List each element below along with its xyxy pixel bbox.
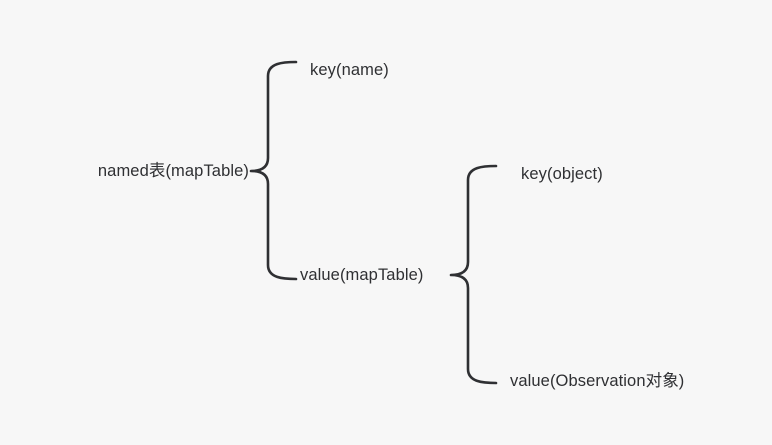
node-label-value-maptable: value(mapTable) bbox=[300, 265, 424, 284]
root-brace-path bbox=[249, 60, 298, 281]
root-brace bbox=[249, 60, 298, 281]
value-maptable-brace bbox=[449, 164, 498, 385]
value-maptable-brace-path bbox=[449, 164, 498, 385]
node-label-value-observation: value(Observation对象) bbox=[510, 371, 685, 390]
node-label-root: named表(mapTable) bbox=[97, 161, 249, 180]
node-label-key-name: key(name) bbox=[310, 60, 389, 79]
node-label-key-object: key(object) bbox=[521, 164, 603, 183]
